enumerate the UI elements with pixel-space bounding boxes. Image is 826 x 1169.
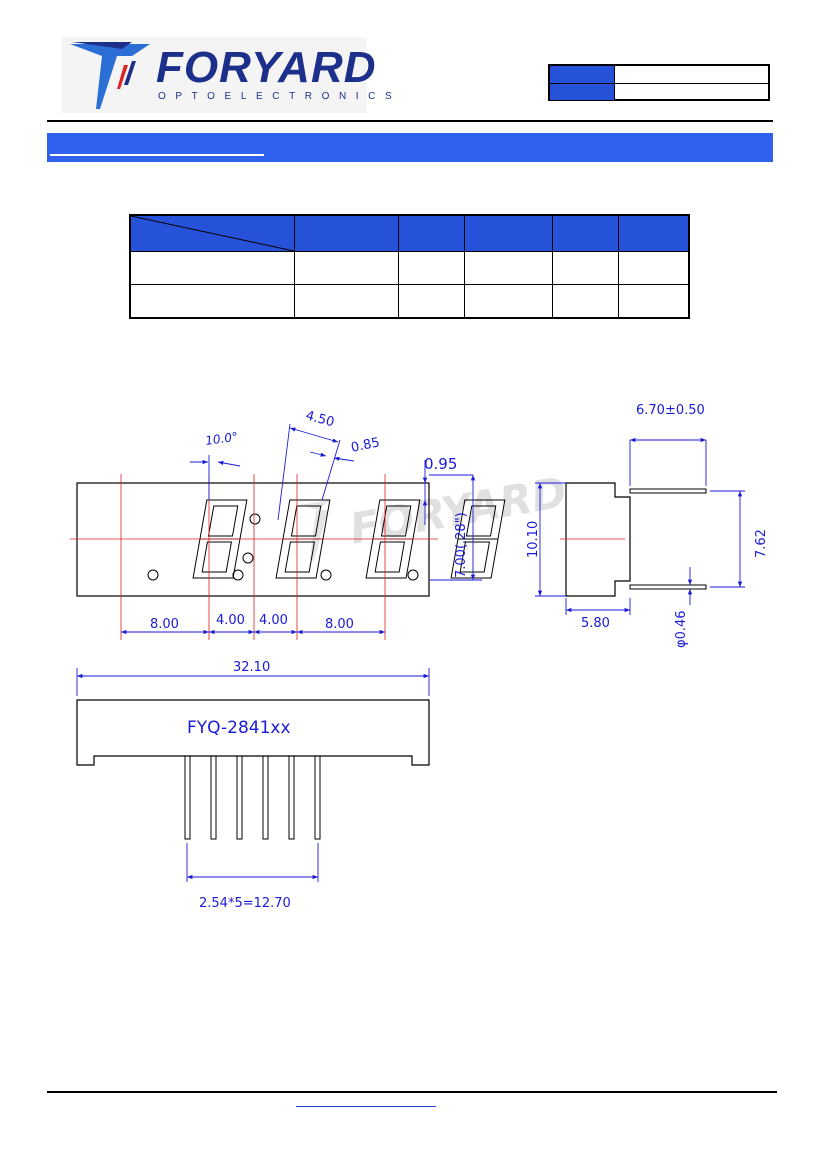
dim-label: 10.0° xyxy=(204,430,238,448)
table-cell xyxy=(618,284,690,319)
bottom-view: 32.10 FYQ-2841xx 2.54*5=12.70 xyxy=(76,660,430,911)
footer-divider xyxy=(47,1091,777,1093)
table-cell xyxy=(294,251,399,285)
table-cell xyxy=(129,284,295,319)
company-logo: FORYARD OPTOELECTRONICS xyxy=(62,37,392,113)
table-row xyxy=(129,251,690,285)
side-view: 6.70±0.50 10.10 7.62 5.80 φ0.46 xyxy=(526,403,769,648)
table-header xyxy=(294,214,399,252)
info-label xyxy=(550,66,614,83)
table-header xyxy=(464,214,553,252)
table-header xyxy=(398,214,465,252)
info-row xyxy=(550,82,768,100)
table-cell xyxy=(398,284,465,319)
dim-label: 7.00(.28") xyxy=(454,512,469,578)
part-number-label: FYQ-2841xx xyxy=(187,718,291,738)
table-header-row xyxy=(129,214,690,252)
table-cell xyxy=(618,251,690,285)
table-cell xyxy=(552,284,619,319)
info-row xyxy=(550,66,768,83)
dim-label: 10.10 xyxy=(526,521,541,558)
dim-label: 8.00 xyxy=(325,617,354,632)
section-title-bar xyxy=(47,133,773,162)
dim-label: 4.00 xyxy=(216,613,245,628)
table-header xyxy=(552,214,619,252)
table-cell xyxy=(552,251,619,285)
dim-label: 8.00 xyxy=(150,617,179,632)
table-cell xyxy=(464,284,553,319)
info-value xyxy=(614,83,768,100)
info-label xyxy=(550,83,614,100)
table-cell xyxy=(129,251,295,285)
footer-link-underline[interactable] xyxy=(296,1106,436,1107)
dim-label: 6.70±0.50 xyxy=(636,403,705,418)
dim-label: 0.85 xyxy=(350,435,381,456)
package-dimension-drawing: FORYARD xyxy=(70,403,769,911)
title-underline xyxy=(50,154,264,156)
dim-label: 4.50 xyxy=(304,408,336,430)
dim-label: 32.10 xyxy=(233,660,270,675)
logo-brand-text: FORYARD xyxy=(156,43,377,92)
header-divider xyxy=(47,120,773,122)
dim-label: 5.80 xyxy=(581,616,610,631)
diagonal-line xyxy=(131,216,294,251)
table-cell xyxy=(398,251,465,285)
dim-label: 2.54*5=12.70 xyxy=(199,896,291,911)
logo-emblem-icon xyxy=(70,42,150,109)
table-header xyxy=(618,214,690,252)
document-info-box xyxy=(548,64,770,101)
dim-label: 0.95 xyxy=(424,455,457,473)
dim-label: 7.62 xyxy=(754,529,769,558)
info-value xyxy=(614,66,768,83)
front-view: 8.00 4.00 4.00 8.00 0.95 4.50 0.85 10.0°… xyxy=(70,408,506,640)
dim-label: 4.00 xyxy=(259,613,288,628)
table-corner-cell xyxy=(129,214,295,252)
table-cell xyxy=(294,284,399,319)
table-row xyxy=(129,284,690,319)
dim-label: φ0.46 xyxy=(674,610,689,648)
spec-table xyxy=(129,214,690,319)
logo-subtitle: OPTOELECTRONICS xyxy=(158,91,402,102)
table-cell xyxy=(464,251,553,285)
